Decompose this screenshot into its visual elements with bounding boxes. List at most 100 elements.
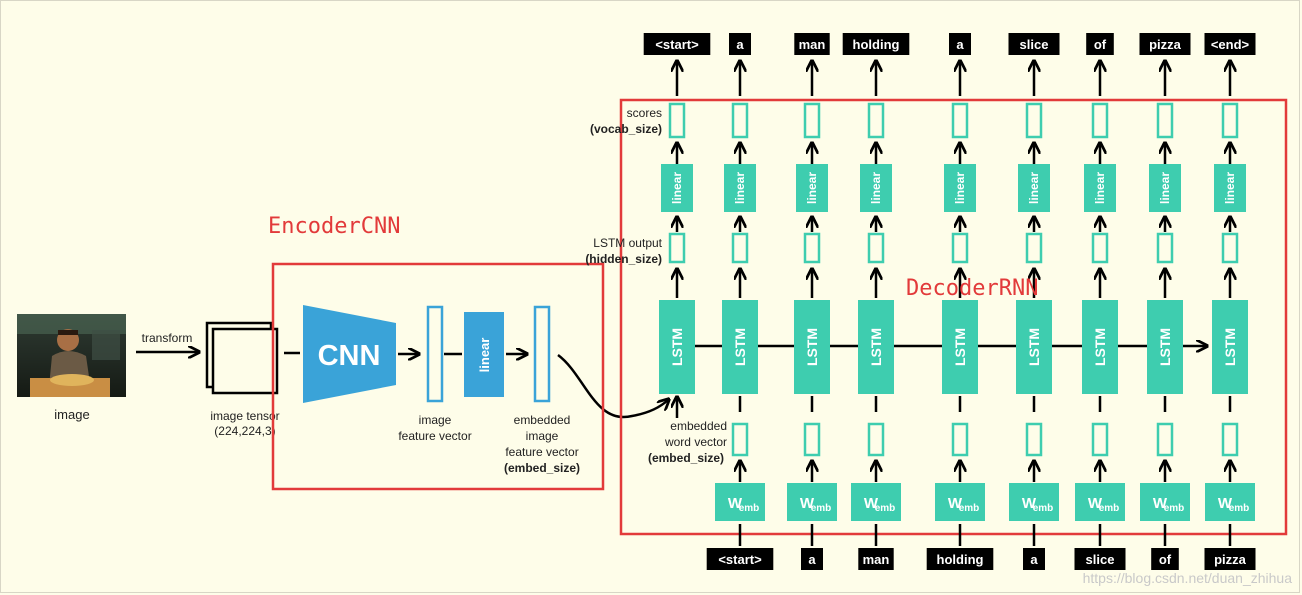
decoder-linear-label-5: linear (1027, 172, 1041, 204)
lstm-cell-4 (942, 300, 978, 394)
lstm-cell-6 (1082, 300, 1118, 394)
lstm-output-vector-8 (1221, 232, 1239, 264)
output-token-0-box (643, 33, 711, 55)
output-token-7-box (1139, 33, 1191, 55)
w-emb-label-2: W (864, 495, 879, 512)
lstm-label-5: LSTM (1026, 328, 1042, 366)
output-token-2: man (799, 37, 826, 52)
scores-vector-6 (1091, 102, 1109, 139)
w-emb-sub-label-6: emb (1164, 503, 1185, 514)
decoder-linear-block-0 (661, 164, 693, 212)
input-token-0-box (706, 548, 774, 570)
output-token-6: of (1094, 37, 1107, 52)
output-token-8-box (1204, 33, 1256, 55)
encoder-linear-block (464, 312, 504, 397)
scores-vector-4 (951, 102, 969, 139)
transform-label: transform (142, 331, 193, 345)
word-vector-1 (731, 422, 749, 457)
decoder-region-label: DecoderRNN (906, 276, 1038, 301)
w-emb-label-5: W (1088, 495, 1103, 512)
lstm-label-3: LSTM (868, 328, 884, 366)
output-token-2-box (794, 33, 830, 55)
output-token-8: <end> (1211, 37, 1250, 52)
lstm-output-label-line2: (hidden_size) (585, 252, 662, 266)
lstm-label-8: LSTM (1222, 328, 1238, 366)
tensor-label-line2: (224,224,3) (214, 424, 275, 438)
decoder-linear-block-3 (860, 164, 892, 212)
lstm-output-vector-2 (803, 232, 821, 264)
lstm-cell-0 (659, 300, 695, 394)
watermark: https://blog.csdn.net/duan_zhihua (1083, 570, 1293, 586)
output-token-4-box (949, 33, 971, 55)
scores-label-line2: (vocab_size) (590, 122, 662, 136)
w-emb-block-0 (715, 483, 765, 521)
embedded-label-line2: image (526, 429, 559, 443)
decoder-region-box (619, 98, 1288, 536)
encoder-region-box (271, 262, 605, 491)
feature-label-line1: image (419, 413, 452, 427)
decoder-linear-label-6: linear (1093, 172, 1107, 204)
w-emb-block-7 (1205, 483, 1255, 521)
lstm-output-vector-4 (951, 232, 969, 264)
word-vector-6 (1091, 422, 1109, 457)
w-emb-block-2 (851, 483, 901, 521)
word-vector-7 (1156, 422, 1174, 457)
decoder-linear-label-0: linear (670, 172, 684, 204)
output-token-5: slice (1020, 37, 1049, 52)
word-vector-label-line1: embedded (670, 419, 727, 433)
word-vector-label-line2: word vector (664, 435, 727, 449)
w-emb-sub-label-7: emb (1229, 503, 1250, 514)
lstm-output-vector-7 (1156, 232, 1174, 264)
w-emb-block-5 (1075, 483, 1125, 521)
embedded-image-feature-vector (533, 305, 551, 403)
input-token-1-box (801, 548, 823, 570)
lstm-output-vector-0 (668, 232, 686, 264)
decoder-linear-block-7 (1149, 164, 1181, 212)
input-token-7-box (1204, 548, 1256, 570)
lstm-label-1: LSTM (732, 328, 748, 366)
w-emb-label-0: W (728, 495, 743, 512)
encoder-region-label: EncoderCNN (268, 214, 400, 239)
lstm-output-vector-6 (1091, 232, 1109, 264)
input-token-5: slice (1086, 552, 1115, 567)
lstm-output-label-line1: LSTM output (593, 236, 662, 250)
decoder-linear-block-4 (944, 164, 976, 212)
decoder-linear-label-1: linear (733, 172, 747, 204)
w-emb-sub-label-3: emb (959, 503, 980, 514)
input-token-3: holding (937, 552, 984, 567)
w-emb-sub-label-2: emb (875, 503, 896, 514)
tensor-label-line1: image tensor (210, 409, 279, 423)
input-token-7: pizza (1214, 552, 1247, 567)
output-token-3: holding (853, 37, 900, 52)
lstm-output-vector-3 (867, 232, 885, 264)
output-token-4: a (956, 37, 964, 52)
cnn-block (303, 305, 396, 403)
embedded-label-line1: embedded (514, 413, 571, 427)
input-token-6-box (1151, 548, 1179, 570)
lstm-label-4: LSTM (952, 328, 968, 366)
output-token-0: <start> (655, 37, 699, 52)
lstm-label-6: LSTM (1092, 328, 1108, 366)
scores-vector-3 (867, 102, 885, 139)
output-token-5-box (1008, 33, 1060, 55)
output-token-1: a (736, 37, 744, 52)
decoder-linear-block-6 (1084, 164, 1116, 212)
input-token-2: man (863, 552, 890, 567)
word-vector-8 (1221, 422, 1239, 457)
w-emb-sub-label-4: emb (1033, 503, 1054, 514)
decoder-linear-label-8: linear (1223, 172, 1237, 204)
input-token-0: <start> (718, 552, 762, 567)
input-token-6: of (1159, 552, 1172, 567)
w-emb-label-3: W (948, 495, 963, 512)
feature-label-line2: feature vector (398, 429, 471, 443)
w-emb-sub-label-0: emb (739, 503, 760, 514)
image-tensor-icon (205, 321, 279, 395)
encoder-to-decoder-curve (557, 353, 668, 419)
embedded-label-line3: feature vector (505, 445, 578, 459)
lstm-cell-7 (1147, 300, 1183, 394)
word-vector-2 (803, 422, 821, 457)
lstm-output-vector-5 (1025, 232, 1043, 264)
lstm-output-vector-1 (731, 232, 749, 264)
input-token-3-box (926, 548, 994, 570)
